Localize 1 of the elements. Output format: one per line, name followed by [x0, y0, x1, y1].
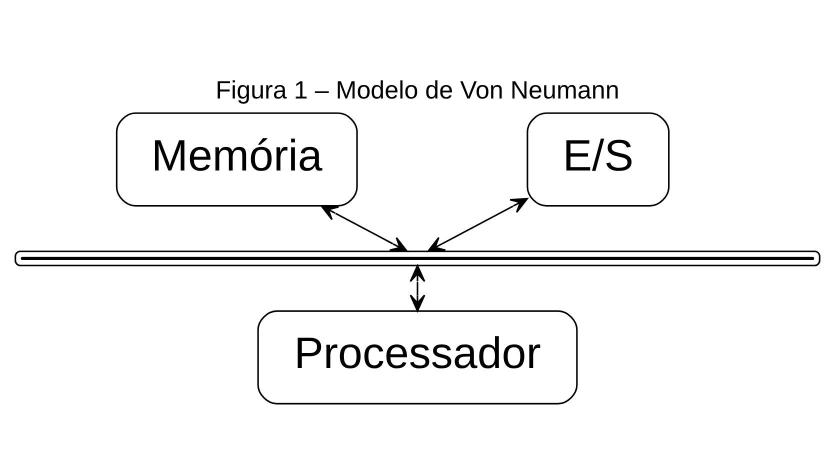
diagram-title: Figura 1 – Modelo de Von Neumann: [216, 76, 620, 104]
